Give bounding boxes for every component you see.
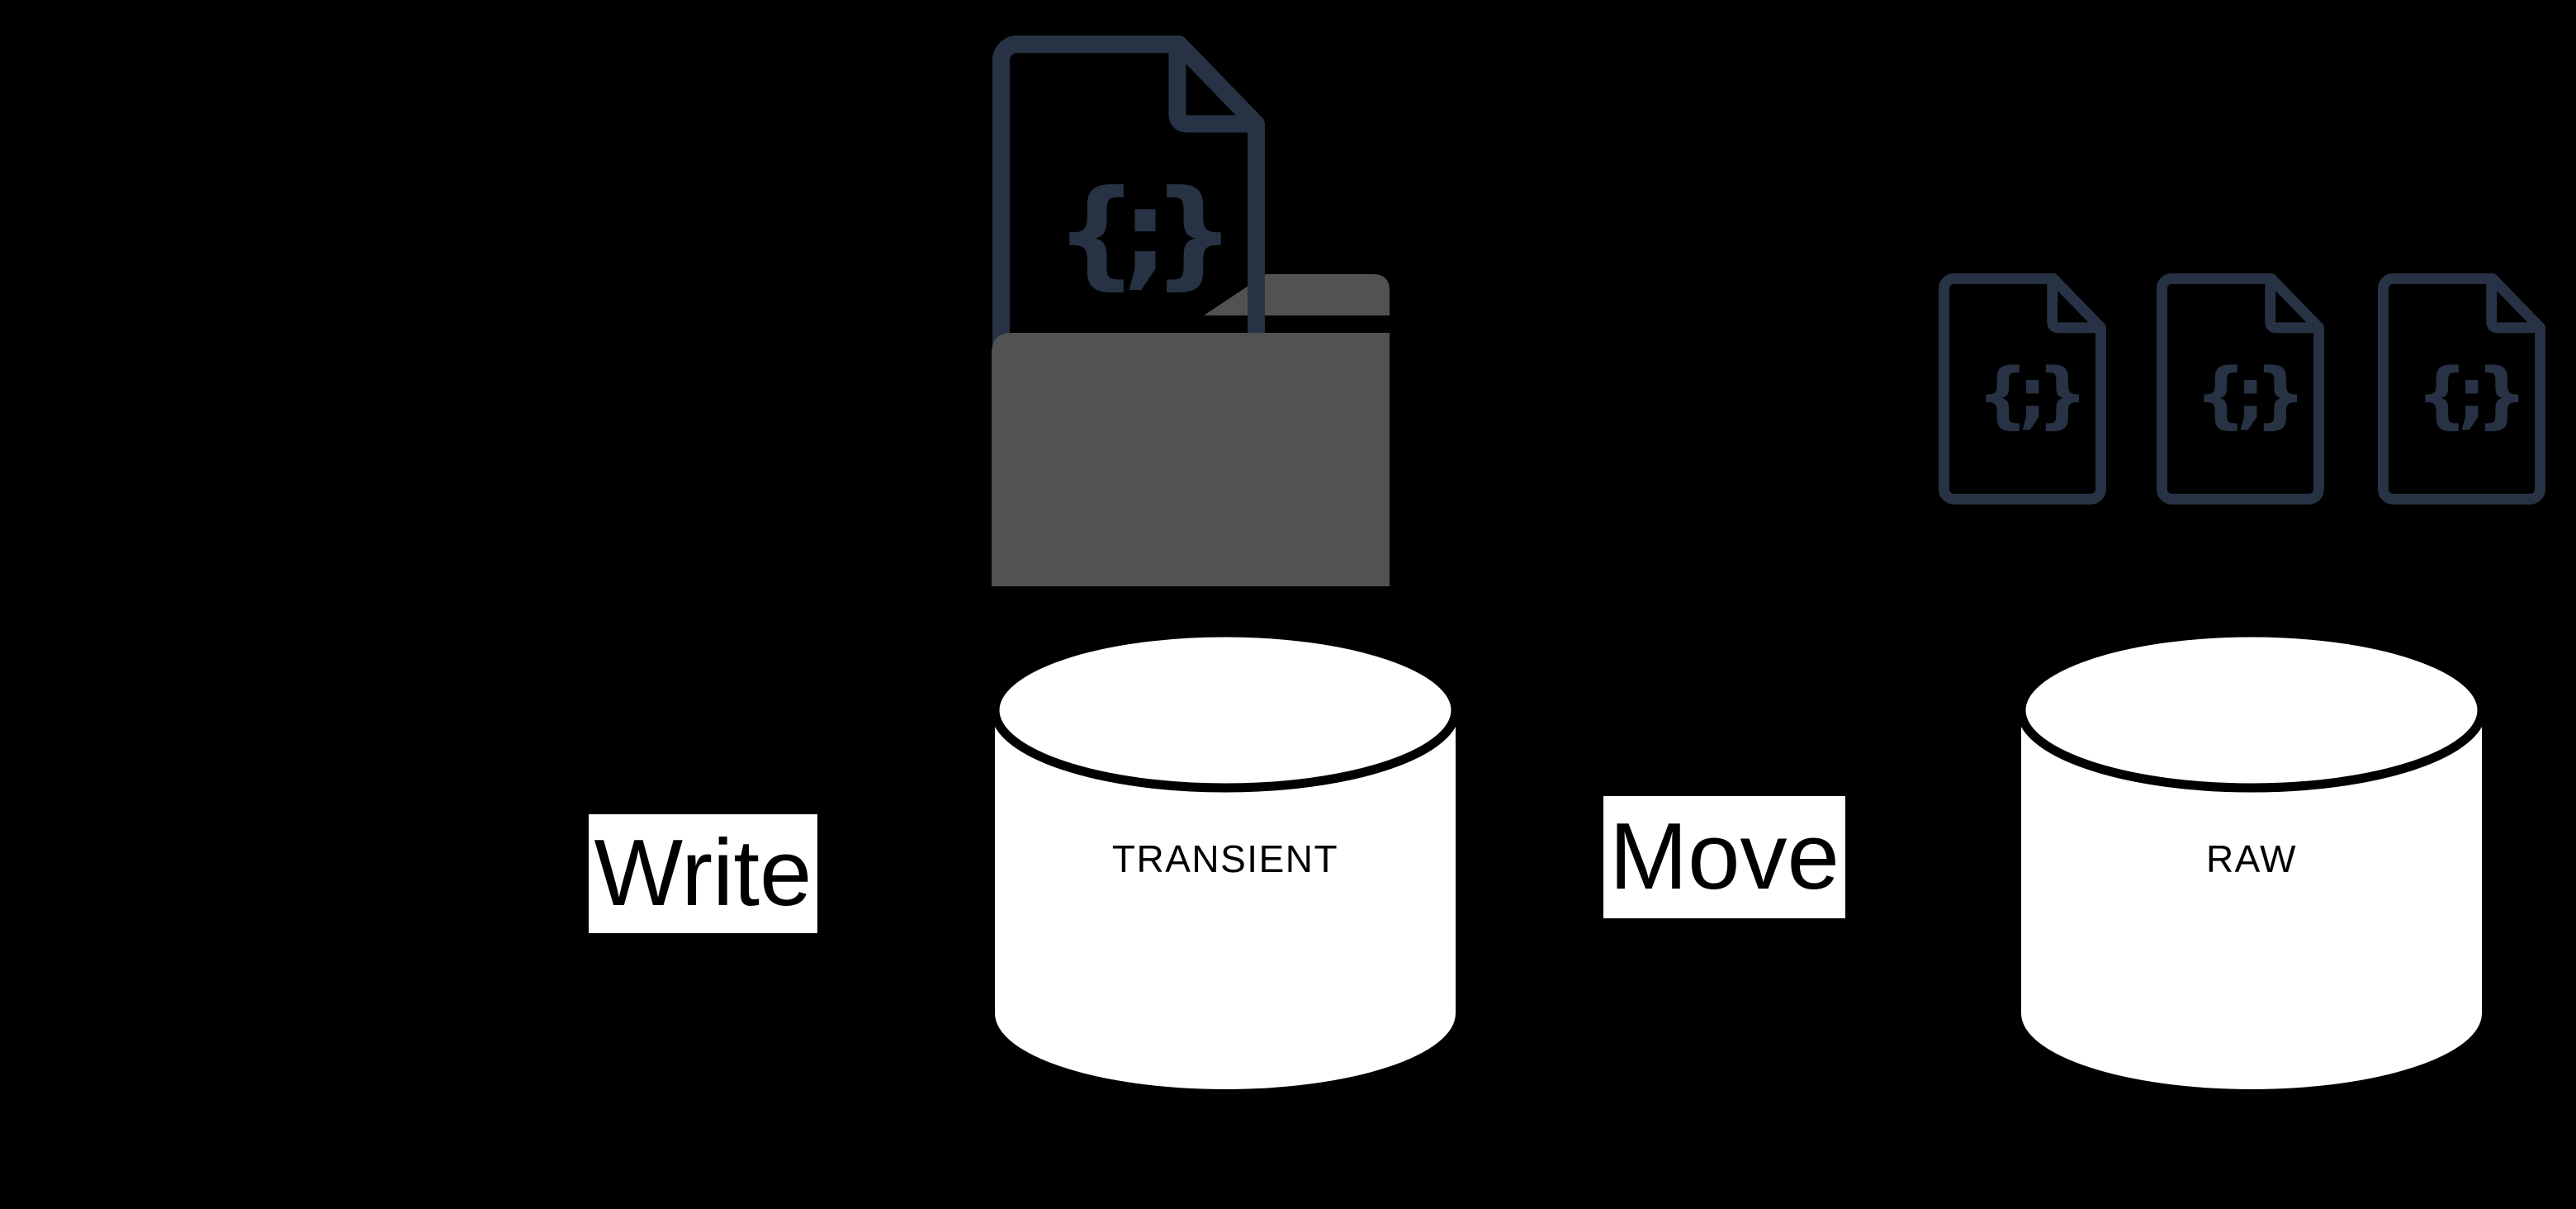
transient-label: TRANSIENT xyxy=(1112,837,1338,880)
folder-tab xyxy=(1204,274,1390,315)
json-file-icon-small-3 xyxy=(2383,278,2540,499)
folder-body xyxy=(992,333,1390,586)
json-file-icon-small-2 xyxy=(2162,278,2318,499)
write-label-text: Write xyxy=(594,821,812,926)
json-file-icon-small-1 xyxy=(1944,278,2100,499)
raw-label: RAW xyxy=(2206,837,2297,880)
move-label: Move xyxy=(1603,796,1845,918)
write-label: Write xyxy=(589,814,817,933)
move-label-text: Move xyxy=(1609,804,1840,909)
